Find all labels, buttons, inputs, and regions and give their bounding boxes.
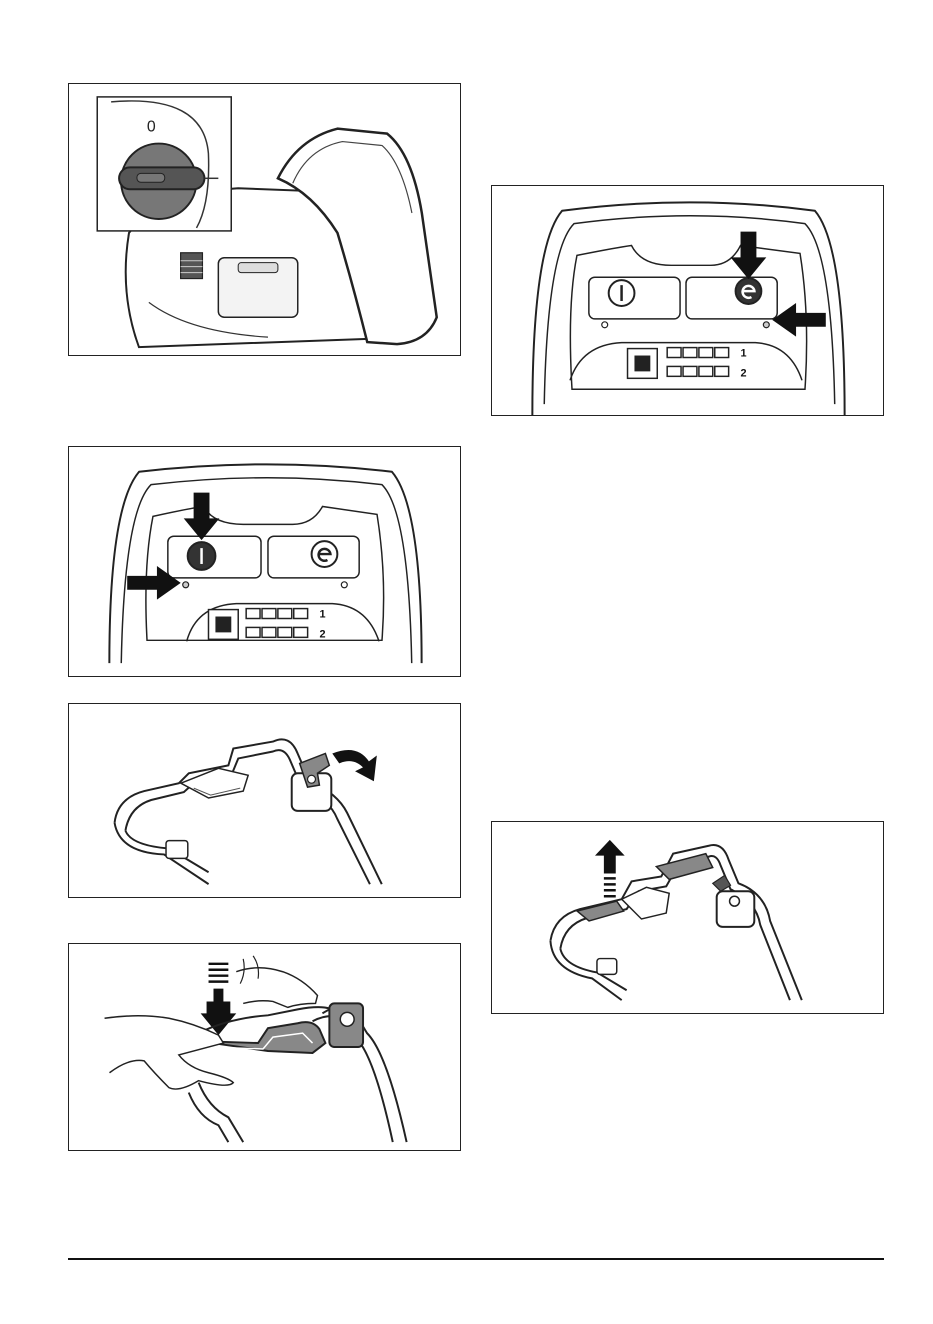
battery-row-1 — [246, 609, 307, 619]
figure-panel-eco: 1 2 — [491, 185, 884, 416]
battery-row-2 — [246, 627, 307, 637]
panel-power-illustration: 1 2 — [69, 447, 460, 676]
figure-key-switch: 0 — [68, 83, 461, 356]
key-switch-illustration: 0 — [69, 84, 460, 355]
handle-press-illustration — [69, 944, 460, 1150]
hand-right — [236, 968, 317, 1008]
arrow-down-icon — [184, 493, 220, 541]
figure-panel-power: 1 2 — [68, 446, 461, 677]
battery-row-1 — [667, 348, 728, 358]
arrow-down-icon — [731, 232, 767, 280]
arrow-up-icon — [595, 840, 625, 874]
figure-handle-lift — [491, 821, 884, 1014]
arrow-down-icon — [201, 989, 237, 1036]
battery-label-2: 2 — [741, 367, 747, 379]
figure-handle-press — [68, 943, 461, 1151]
handle-lever-illustration — [69, 704, 460, 897]
battery-label-1: 1 — [741, 348, 747, 360]
figure-handle-lever — [68, 703, 461, 898]
panel-eco-illustration: 1 2 — [492, 186, 883, 415]
battery-label-1: 1 — [320, 609, 326, 621]
battery-label-2: 2 — [320, 628, 326, 640]
arrow-left-icon — [772, 303, 826, 337]
footer-rule — [68, 1258, 884, 1260]
rotate-arrow-icon — [332, 750, 377, 781]
battery-row-2 — [667, 366, 728, 376]
stop-button-icon — [634, 356, 650, 372]
handle-lift-illustration — [492, 822, 883, 1013]
handle-grip-right — [656, 854, 712, 880]
stop-button-icon — [215, 617, 231, 633]
dial-label-zero: 0 — [147, 119, 156, 136]
